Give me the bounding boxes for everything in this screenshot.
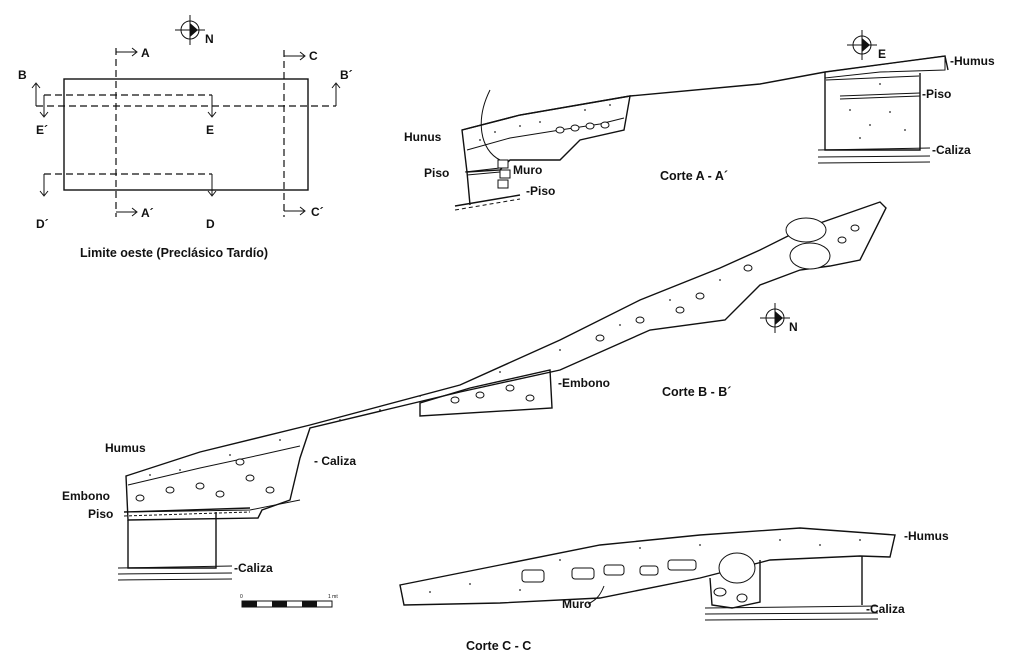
bb-boulder: [785, 217, 827, 243]
north-arrow-icon: [847, 30, 877, 60]
section-bb-north-label: N: [789, 320, 798, 334]
plan-caption: Limite oeste (Preclásico Tardío): [80, 246, 268, 260]
scale-end-label: 1 mt: [328, 594, 338, 600]
marker-c-prime: C´: [311, 205, 324, 219]
aa-label-muro: Muro: [513, 163, 542, 177]
aa-caliza-hatch: [817, 147, 931, 164]
bb-label-piso: Piso: [88, 507, 113, 521]
section-cc: -Humus Muro -Caliza Corte C - C: [399, 527, 949, 653]
aa-left-fill: [461, 95, 631, 173]
aa-right-pit: [824, 72, 921, 151]
bb-embono-block: [419, 369, 553, 417]
section-aa-north-label: E: [878, 47, 886, 61]
bb-stones: [135, 224, 860, 502]
bb-boulder: [789, 242, 831, 270]
aa-muro-stone: [497, 159, 509, 169]
cc-muro-stones: [521, 552, 756, 603]
plan-view: N A A´ C C´ B B´ E´ E D´ D Limite oeste: [18, 15, 353, 260]
aa-label-piso-right: -Piso: [922, 87, 951, 101]
aa-label-humus: -Humus: [950, 54, 995, 68]
marker-a: A: [141, 46, 150, 60]
scale-bar: 0 1 mt: [240, 594, 338, 608]
marker-a-prime: A´: [141, 206, 154, 220]
north-arrow-icon: [175, 15, 205, 45]
bb-label-caliza-bottom: -Caliza: [234, 561, 273, 575]
scale-start-label: 0: [240, 594, 243, 600]
section-aa-title: Corte A - A´: [660, 169, 728, 183]
aa-muro-stone: [497, 179, 509, 189]
bb-label-embono-left: Embono: [62, 489, 110, 503]
marker-c: C: [309, 49, 318, 63]
bb-label-humus: Humus: [105, 441, 146, 455]
section-cc-title: Corte C - C: [466, 639, 531, 653]
cc-caliza-hatch: [704, 605, 879, 621]
marker-e: E: [206, 123, 214, 137]
bb-caliza-hatch: [117, 565, 233, 581]
cc-fill-band: [399, 527, 896, 606]
marker-d-prime: D´: [36, 217, 49, 231]
section-aa: E: [404, 30, 995, 211]
marker-e-prime: E´: [36, 123, 48, 137]
aa-muro-stone: [499, 169, 511, 179]
cc-label-humus: -Humus: [904, 529, 949, 543]
marker-b-prime: B´: [340, 68, 353, 82]
aa-label-piso-lower: -Piso: [526, 184, 555, 198]
aa-ground-line: [461, 55, 949, 131]
bb-lower-pit: [127, 512, 217, 569]
aa-label-caliza: -Caliza: [932, 143, 971, 157]
bb-label-caliza-mid: - Caliza: [314, 454, 356, 468]
section-bb-title: Corte B - B´: [662, 385, 731, 399]
plan-north-label: N: [205, 32, 214, 46]
aa-label-hunus: Hunus: [404, 130, 442, 144]
marker-b: B: [18, 68, 27, 82]
aa-label-piso-left: Piso: [424, 166, 449, 180]
excavation-unit-outline: [63, 78, 309, 191]
bb-label-embono-top: -Embono: [558, 376, 610, 390]
cc-label-muro: Muro: [562, 597, 591, 611]
section-bb: N: [62, 201, 887, 581]
north-arrow-icon: [760, 303, 790, 333]
cc-label-caliza: -Caliza: [866, 602, 905, 616]
marker-d: D: [206, 217, 215, 231]
